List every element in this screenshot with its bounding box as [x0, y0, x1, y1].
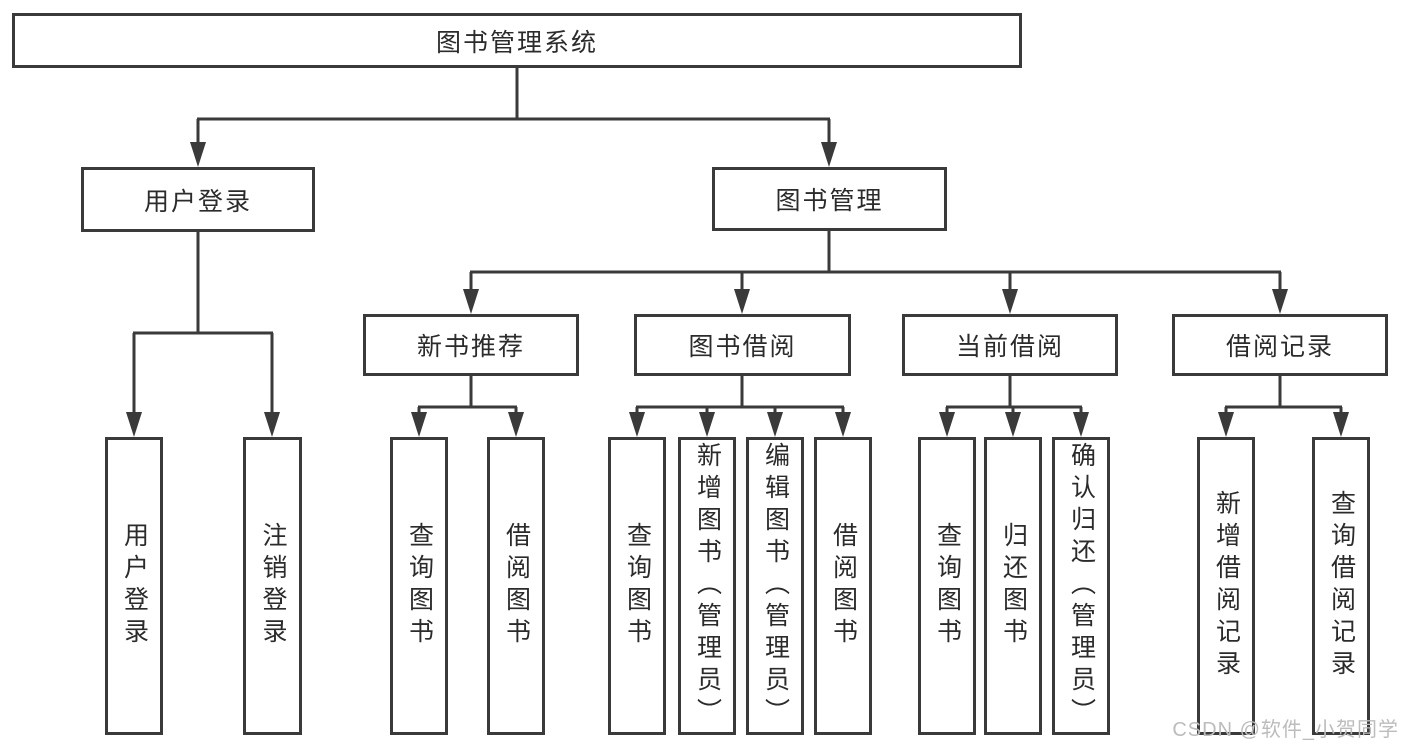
- node-label: 查询图书: [933, 522, 962, 650]
- node-label: 新增图书（管理员）: [693, 442, 722, 730]
- leaf-borrow-books-recommend: 借阅图书: [487, 437, 545, 735]
- csdn-watermark: CSDN @软件_小贺同学: [1172, 719, 1399, 741]
- node-new-book-recommendation: 新书推荐: [363, 314, 579, 376]
- node-label: 借阅记录: [1225, 333, 1334, 361]
- node-label: 用户登录: [143, 187, 252, 216]
- leaf-edit-books-admin: 编辑图书（管理员）: [746, 437, 804, 735]
- node-label: 新增借阅记录: [1212, 490, 1241, 682]
- node-label: 新书推荐: [416, 333, 525, 361]
- leaf-return-books: 归还图书: [984, 437, 1042, 735]
- node-label: 确认归还（管理员）: [1067, 442, 1096, 730]
- leaf-add-borrow-record: 新增借阅记录: [1197, 437, 1255, 735]
- node-label: 查询图书: [405, 522, 434, 650]
- node-book-borrowing: 图书借阅: [634, 314, 851, 376]
- node-current-borrowing: 当前借阅: [902, 314, 1118, 376]
- leaf-user-login: 用户登录: [105, 437, 163, 735]
- node-label: 借阅图书: [502, 522, 531, 650]
- node-label: 用户登录: [120, 522, 149, 650]
- node-label: 借阅图书: [829, 522, 858, 650]
- node-label: 图书管理系统: [435, 28, 598, 57]
- node-label: 查询借阅记录: [1327, 490, 1356, 682]
- node-label: 归还图书: [999, 522, 1028, 650]
- leaf-borrow-books: 借阅图书: [814, 437, 872, 735]
- node-borrowing-records: 借阅记录: [1172, 314, 1388, 376]
- leaf-query-books-recommend: 查询图书: [390, 437, 448, 735]
- leaf-query-books-borrow: 查询图书: [608, 437, 666, 735]
- node-library-management-system: 图书管理系统: [12, 13, 1022, 68]
- node-label: 当前借阅: [955, 333, 1064, 361]
- leaf-confirm-return-admin: 确认归还（管理员）: [1052, 437, 1110, 735]
- node-label: 图书管理: [775, 187, 884, 215]
- leaf-logout: 注销登录: [243, 437, 302, 735]
- node-label: 注销登录: [259, 522, 287, 650]
- node-book-management: 图书管理: [712, 167, 947, 231]
- leaf-add-books-admin: 新增图书（管理员）: [678, 437, 736, 735]
- leaf-query-books-current: 查询图书: [918, 437, 976, 735]
- node-label: 图书借阅: [688, 333, 797, 361]
- leaf-query-borrow-record: 查询借阅记录: [1312, 437, 1370, 735]
- node-user-login: 用户登录: [81, 167, 315, 232]
- arrowheads: [126, 142, 1349, 437]
- node-label: 查询图书: [623, 522, 652, 650]
- node-label: 编辑图书（管理员）: [761, 442, 790, 730]
